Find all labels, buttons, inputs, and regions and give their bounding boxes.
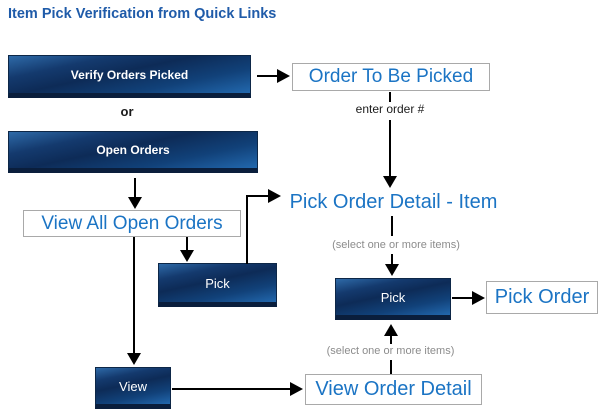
arrow-view-to-viewdetail-head-icon xyxy=(290,382,303,396)
view-order-detail-node: View Order Detail xyxy=(305,374,482,405)
open-orders-button: Open Orders xyxy=(8,131,258,173)
arrow-note-to-pick-head-icon xyxy=(385,264,399,276)
pick-order-detail-item-label: Pick Order Detail - Item xyxy=(289,190,498,213)
arrow-viewall-to-view-line xyxy=(133,237,135,354)
arrow-pick-to-detail-hline xyxy=(246,195,269,197)
pick-button-left: Pick xyxy=(158,263,277,307)
order-to-be-picked-node: Order To Be Picked xyxy=(292,63,490,91)
pick-button-right: Pick xyxy=(335,278,451,320)
arrow-order-to-detail-line xyxy=(389,120,391,176)
order-to-enter-line xyxy=(389,92,391,102)
arrow-viewdetail-to-pick-line xyxy=(390,336,392,344)
or-label: or xyxy=(120,104,134,119)
arrow-open-to-viewall-head-icon xyxy=(128,197,142,209)
verify-orders-picked-button: Verify Orders Picked xyxy=(8,55,251,98)
arrow-viewdetail-to-pick-head-icon xyxy=(384,324,398,336)
arrow-verify-to-order-line xyxy=(257,75,278,77)
arrow-viewall-to-pick-line xyxy=(186,237,188,251)
arrow-view-to-viewdetail-line xyxy=(172,388,291,390)
arrow-note-to-pick-line xyxy=(391,254,393,265)
arrow-pick-to-pickorder-line xyxy=(452,297,473,299)
arrow-order-to-detail-head-icon xyxy=(383,176,397,188)
page-title: Item Pick Verification from Quick Links xyxy=(8,6,277,22)
pick-order-node: Pick Order xyxy=(486,281,598,314)
viewdetail-to-note-line xyxy=(390,360,392,374)
arrow-verify-to-order-head-icon xyxy=(277,69,290,83)
arrow-viewall-to-pick-head-icon xyxy=(180,250,194,262)
select-items-note-2: (select one or more items) xyxy=(326,345,455,357)
select-items-note-1: (select one or more items) xyxy=(332,239,460,251)
arrow-open-to-viewall-line xyxy=(134,178,136,198)
view-all-open-orders-node: View All Open Orders xyxy=(23,210,241,237)
arrow-viewall-to-view-head-icon xyxy=(127,353,141,365)
enter-order-label: enter order # xyxy=(355,102,425,116)
view-button: View xyxy=(95,367,171,409)
arrow-pick-to-detail-head-icon xyxy=(268,189,281,203)
arrow-pick-to-pickorder-head-icon xyxy=(472,291,485,305)
detail-to-note-line xyxy=(391,216,393,236)
arrow-pick-to-detail-vline xyxy=(246,195,248,264)
